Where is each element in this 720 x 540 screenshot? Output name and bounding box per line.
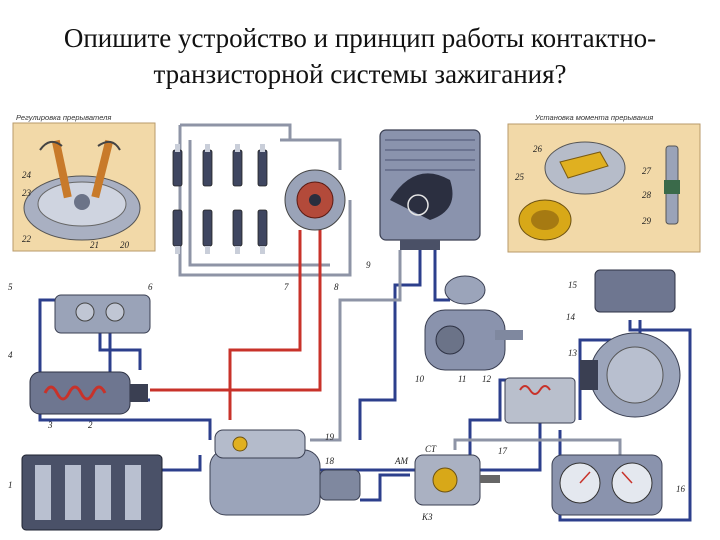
callout-22: 22 xyxy=(22,234,32,244)
callout-11: 11 xyxy=(458,374,466,384)
additional-resistor xyxy=(54,294,151,334)
callout-3: 3 xyxy=(47,420,53,430)
callout-23: 23 xyxy=(22,188,32,198)
callout-10: 10 xyxy=(415,374,425,384)
callout-18: 18 xyxy=(325,456,335,466)
inset-breaking-moment: Установка момента прерывания xyxy=(507,113,701,253)
callout-2: 2 xyxy=(88,420,93,430)
terminal-st: СТ xyxy=(425,444,437,454)
title-line-1: Опишите устройство и принцип работы конт… xyxy=(63,23,657,53)
callout-16: 16 xyxy=(676,484,686,494)
instrument-gauges xyxy=(551,454,663,516)
spark-plugs xyxy=(172,144,268,254)
inset-left-caption: Регулировка прерывателя xyxy=(16,113,111,122)
callout-25: 25 xyxy=(515,172,525,182)
distributor-cap xyxy=(284,169,346,231)
callout-29: 29 xyxy=(642,216,652,226)
callout-27: 27 xyxy=(642,166,652,176)
callout-19: 19 xyxy=(325,432,335,442)
callout-8: 8 xyxy=(334,282,339,292)
fuse-box xyxy=(21,454,163,531)
starter-motor xyxy=(209,429,361,516)
ignition-switch: АМ СТ КЗ xyxy=(394,444,500,522)
callout-9: 9 xyxy=(366,260,371,270)
callout-numbers: 1 2 3 4 5 6 7 8 9 10 11 12 13 14 15 16 1… xyxy=(8,144,686,494)
title-line-2: транзисторной системы зажигания? xyxy=(153,59,567,89)
terminal-am: АМ xyxy=(394,456,408,466)
callout-6: 6 xyxy=(148,282,153,292)
voltage-regulator xyxy=(504,377,576,424)
slide-title: Опишите устройство и принцип работы конт… xyxy=(0,20,720,92)
transistor-switch xyxy=(379,129,481,250)
terminal-kz: КЗ xyxy=(421,512,433,522)
inset-breaker-adjustment: Регулировка прерывателя xyxy=(12,113,156,252)
callout-4: 4 xyxy=(8,350,13,360)
callout-21: 21 xyxy=(90,240,99,250)
callout-14: 14 xyxy=(566,312,576,322)
ignition-coil xyxy=(29,371,148,415)
callout-1: 1 xyxy=(8,480,13,490)
callout-15: 15 xyxy=(568,280,578,290)
callout-26: 26 xyxy=(533,144,543,154)
inset-right-caption: Установка момента прерывания xyxy=(534,113,653,122)
callout-13: 13 xyxy=(568,348,578,358)
callout-28: 28 xyxy=(642,190,652,200)
callout-12: 12 xyxy=(482,374,492,384)
callout-7: 7 xyxy=(284,282,289,292)
callout-20: 20 xyxy=(120,240,130,250)
generator xyxy=(580,269,681,418)
callout-24: 24 xyxy=(22,170,32,180)
callout-17: 17 xyxy=(498,446,508,456)
callout-5: 5 xyxy=(8,282,13,292)
ignition-distributor xyxy=(424,275,523,371)
